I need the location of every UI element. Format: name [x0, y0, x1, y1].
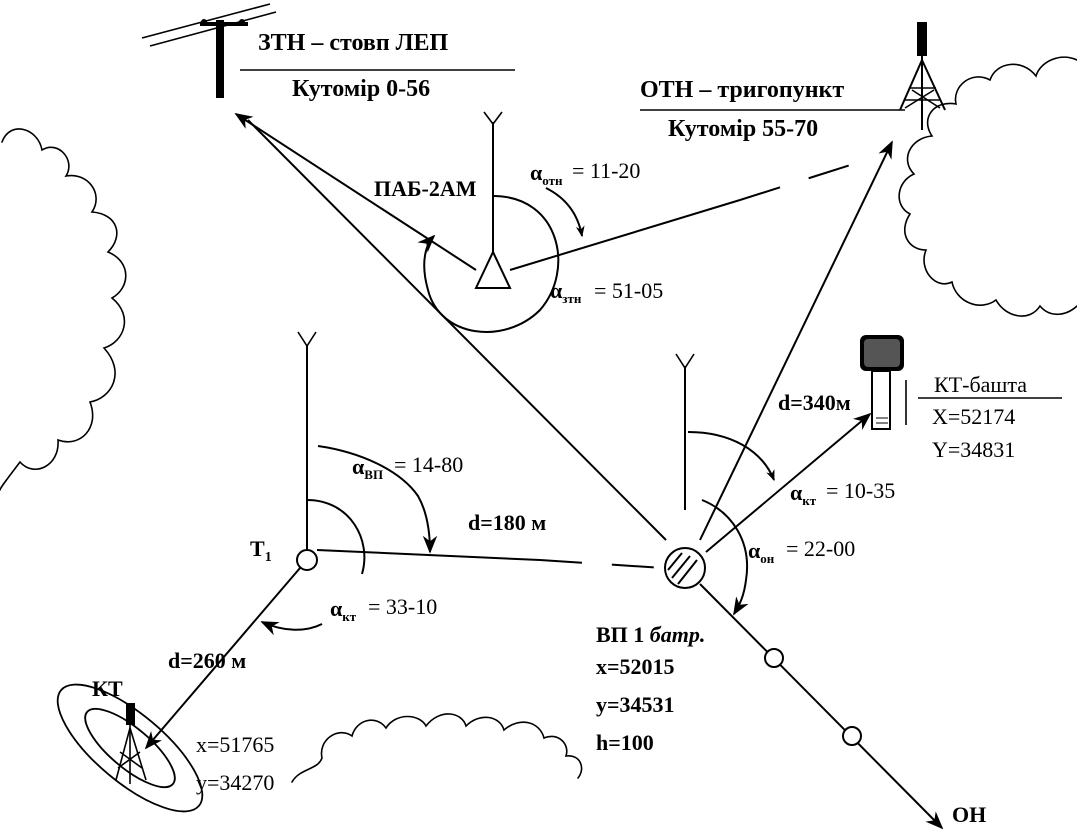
alpha-kt-t1-arc: [306, 499, 366, 575]
alpha-kt-t1-symbol: αкт: [330, 596, 357, 624]
vp-north-fork: [675, 353, 695, 370]
d-t1-vp: d=180 м: [468, 510, 546, 535]
vp-x: x=52015: [596, 654, 675, 679]
t1-label: T1: [250, 536, 272, 565]
otn-protractor: Кутомір 55-70: [668, 116, 818, 142]
vp-ray-ztn: [247, 119, 667, 541]
vp-ray-tower: [705, 412, 872, 553]
ztn-title: ЗТН – стовп ЛЕП: [258, 30, 449, 56]
alpha-on-arc: [701, 499, 749, 616]
t1-to-kt-line: [144, 567, 301, 750]
instrument-triangle-icon: [474, 249, 512, 289]
t1-point: [296, 549, 318, 571]
instrument-label: ПАБ-2АМ: [374, 176, 477, 201]
alpha-vp-symbol: αВП: [352, 454, 383, 482]
instrument-ray-otn: [509, 199, 741, 271]
vp-circle-icon: [664, 547, 706, 589]
kt-y: y=34270: [196, 770, 274, 795]
d-t1-kt: d=260 м: [168, 648, 246, 673]
kt-tower-x: X=52174: [932, 404, 1015, 429]
d-kt-tower: d=340м: [778, 390, 851, 415]
alpha-on-value: = 22-00: [786, 536, 855, 561]
forest-outline-bottom: [291, 713, 583, 783]
alpha-kt-vp-arc: [687, 431, 775, 482]
vp-ray-on: [699, 583, 944, 830]
kt-tower-title: КТ-башта: [934, 372, 1027, 397]
tower-icon: [860, 335, 904, 430]
alpha-ztn-arc: [417, 195, 560, 333]
kt-label: КТ: [92, 676, 123, 701]
t1-to-vp-line: [316, 549, 541, 561]
alpha-otn-symbol: αотн: [530, 160, 563, 188]
alpha-ztn-value: = 51-05: [594, 278, 663, 303]
on-marker-2: [842, 726, 862, 746]
t1-to-vp-dashed: [539, 559, 665, 569]
alpha-kt-t1-arrow: [260, 621, 323, 636]
kt-x: x=51765: [196, 732, 274, 757]
alpha-otn-arc: [545, 187, 585, 238]
alpha-vp-value: = 14-80: [394, 452, 463, 477]
trig-point-icon: [899, 22, 946, 130]
forest-outline-left: [0, 128, 127, 491]
alpha-kt-t1-value: = 33-10: [368, 594, 437, 619]
alpha-otn-value: = 11-20: [572, 158, 640, 183]
alpha-on-symbol: αон: [748, 538, 775, 566]
instrument-north-fork: [483, 111, 503, 126]
alpha-vp-arc: [317, 445, 438, 554]
t1-north-fork: [297, 331, 317, 348]
vp-h: h=100: [596, 730, 654, 755]
vp-y: y=34531: [596, 692, 675, 717]
vp-ray-otn: [699, 140, 893, 541]
alpha-kt-vp-symbol: αкт: [790, 480, 817, 508]
power-pole-icon: [141, 3, 277, 98]
on-label: ОН: [952, 802, 986, 827]
kt-tower-y: Y=34831: [932, 437, 1015, 462]
ztn-protractor: Кутомір 0-56: [292, 76, 430, 102]
instrument-ray-ztn: [234, 113, 477, 271]
forest-outline-right: [898, 56, 1077, 317]
on-marker-1: [764, 648, 784, 668]
alpha-ztn-symbol: αзтн: [550, 278, 582, 306]
vp-title: ВП 1 батр.: [596, 622, 705, 647]
kt-target-icon: [56, 683, 204, 813]
alpha-kt-vp-value: = 10-35: [826, 478, 895, 503]
instrument-ray-otn-dashed: [739, 161, 861, 201]
otn-title: ОТН – тригопункт: [640, 77, 844, 103]
